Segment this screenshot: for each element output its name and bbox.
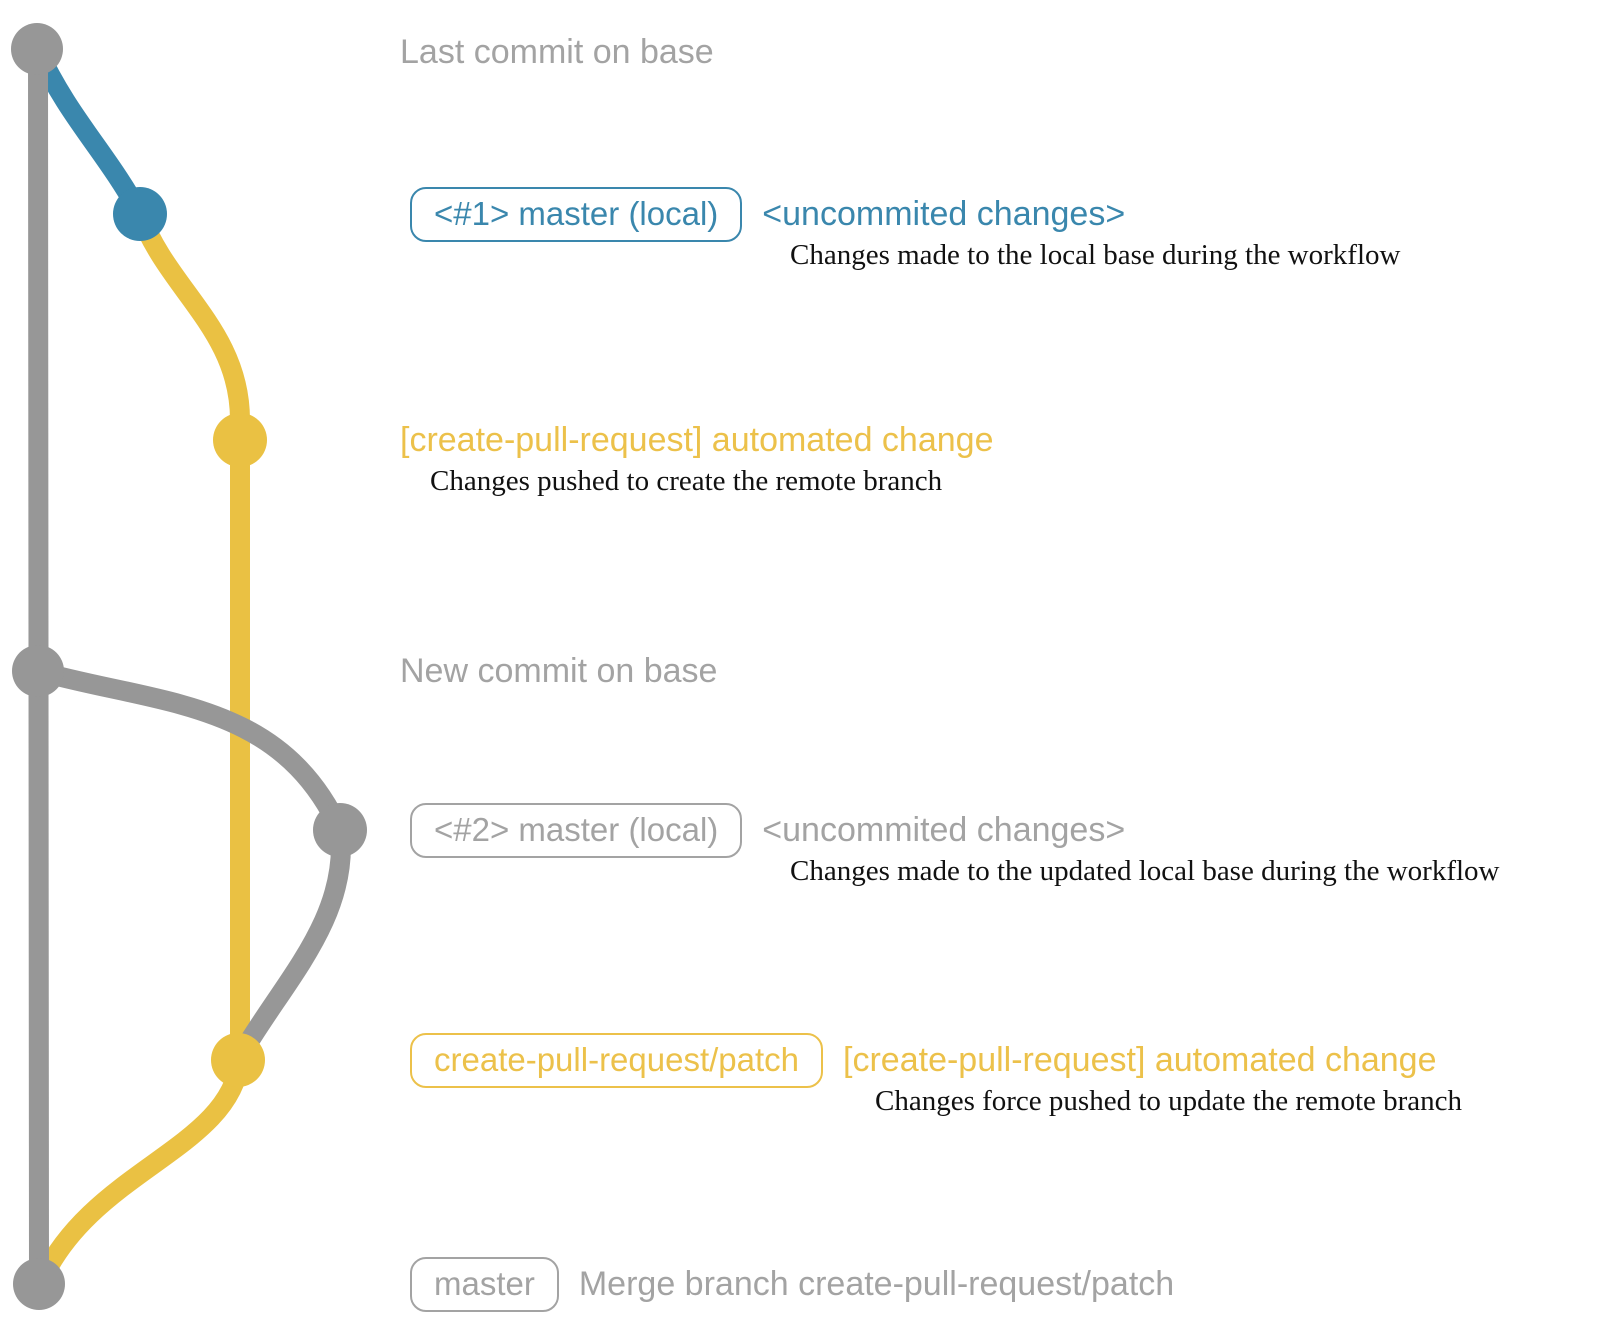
commit-message: [create-pull-request] automated change <box>843 1041 1437 1079</box>
git-graph <box>11 23 367 1310</box>
commit-dot-automated-change-2 <box>211 1033 265 1087</box>
commit-dot-last-base <box>11 23 63 75</box>
commit-description: Changes force pushed to update the remot… <box>875 1085 1463 1117</box>
branch-line-local-master-1 <box>27 39 150 224</box>
commit-row-uncommitted-2: <#2> master (local) <uncommited changes> <box>410 802 1125 858</box>
commit-row-automated-change-1: [create-pull-request] automated change <box>400 412 993 468</box>
commit-message: <uncommited changes> <box>762 811 1126 849</box>
commit-row-merge: master Merge branch create-pull-request/… <box>410 1256 1174 1312</box>
commit-description: Changes pushed to create the remote bran… <box>430 465 943 497</box>
commit-message: Last commit on base <box>400 33 714 71</box>
commit-message: New commit on base <box>400 652 718 690</box>
commit-message: Merge branch create-pull-request/patch <box>578 1265 1175 1303</box>
commit-row-new-base: New commit on base <box>400 643 717 699</box>
branch-line-local-master-2 <box>28 661 350 840</box>
branch-tag-master: master <box>410 1256 559 1312</box>
commit-message: <uncommited changes> <box>762 195 1126 233</box>
commit-row-last-base: Last commit on base <box>400 24 714 80</box>
commit-row-automated-change-2: create-pull-request/patch [create-pull-r… <box>410 1032 1437 1088</box>
commit-dot-uncommitted-2 <box>313 803 367 857</box>
commit-description: Changes made to the local base during th… <box>790 239 1401 271</box>
commit-dot-automated-change-1 <box>213 413 267 467</box>
commit-message: [create-pull-request] automated change <box>400 421 994 459</box>
commit-dot-uncommitted-1 <box>113 187 167 241</box>
commit-dot-new-base <box>12 645 64 697</box>
commit-row-uncommitted-1: <#1> master (local) <uncommited changes> <box>410 186 1125 242</box>
commit-dot-merge <box>13 1258 65 1310</box>
branch-line-local-master-2-merge <box>228 820 351 1070</box>
branch-tag-master-local-2: <#2> master (local) <box>410 802 743 858</box>
branch-tag-master-local-1: <#1> master (local) <box>410 186 743 242</box>
commit-description: Changes made to the updated local base d… <box>790 855 1500 887</box>
branch-tag-create-pull-request-patch: create-pull-request/patch <box>410 1032 824 1088</box>
branch-line-create-pull-request <box>30 204 250 1294</box>
